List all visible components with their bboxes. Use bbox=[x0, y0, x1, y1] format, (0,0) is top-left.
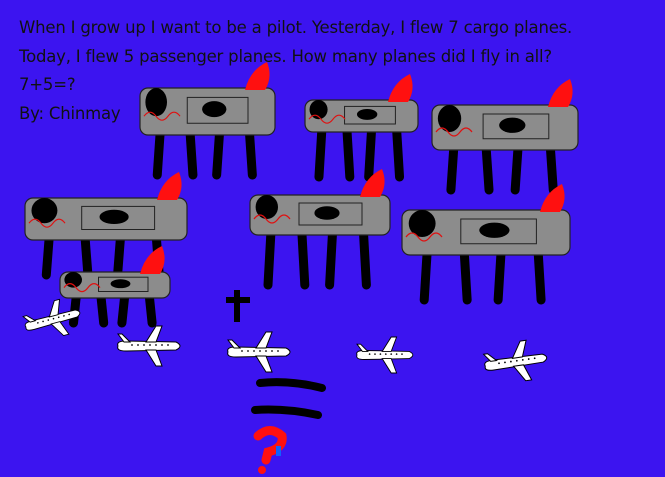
tail-fin bbox=[360, 169, 385, 197]
cargo-plane bbox=[139, 62, 276, 180]
cockpit bbox=[437, 105, 462, 132]
tail-fin bbox=[157, 172, 182, 200]
story-line-2: Today, I flew 5 passenger planes. How ma… bbox=[19, 47, 552, 66]
tail-fin bbox=[540, 184, 565, 212]
equation: 7+5=? bbox=[19, 75, 76, 94]
cockpit bbox=[31, 198, 58, 224]
cargo-plane bbox=[431, 79, 579, 195]
cargo-plane bbox=[401, 184, 571, 305]
cockpit bbox=[309, 100, 328, 120]
equals-sign bbox=[251, 378, 326, 419]
story-line-1: When I grow up I want to be a pilot. Yes… bbox=[19, 18, 573, 37]
passenger-plane bbox=[22, 298, 81, 337]
tail-fin bbox=[388, 74, 413, 102]
question-mark bbox=[253, 426, 287, 465]
cockpit bbox=[255, 195, 278, 219]
cockpit bbox=[145, 88, 167, 117]
author: By: Chinmay bbox=[19, 104, 121, 123]
small-plane-sketch bbox=[226, 290, 250, 322]
passenger-plane bbox=[227, 331, 291, 373]
passenger-plane bbox=[482, 339, 548, 382]
cockpit bbox=[408, 210, 436, 237]
cargo-plane bbox=[249, 169, 391, 290]
passenger-plane bbox=[117, 325, 181, 367]
passenger-plane bbox=[356, 336, 414, 374]
tail-fin bbox=[140, 246, 165, 274]
cargo-plane bbox=[304, 74, 419, 182]
tail-fin bbox=[245, 62, 270, 90]
tail-fin bbox=[548, 79, 573, 107]
